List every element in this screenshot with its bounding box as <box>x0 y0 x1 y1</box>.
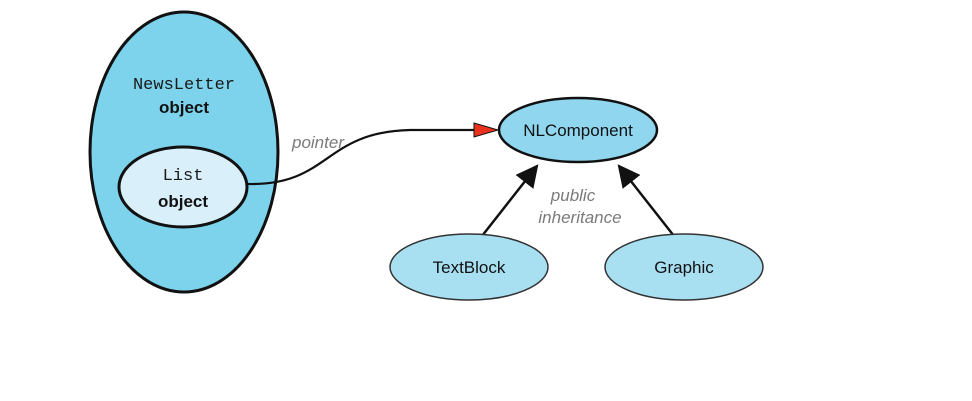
newsletter-object-label: object <box>159 98 209 117</box>
textblock-class-ellipse <box>389 233 549 301</box>
newsletter-class-name: NewsLetter <box>133 76 235 95</box>
pointer-connector <box>246 128 477 186</box>
textblock-label: TextBlock <box>433 258 506 277</box>
graphic-label: Graphic <box>654 258 714 277</box>
graphic-class-ellipse <box>604 233 764 301</box>
list-object-label: object <box>158 192 208 211</box>
inheritance-label-line2: inheritance <box>538 208 621 227</box>
pointer-label: pointer <box>291 133 345 152</box>
pointer-arrowhead <box>473 122 500 138</box>
graphic-inheritance-arrow <box>617 164 675 237</box>
nlcomponent-class-ellipse <box>497 96 659 164</box>
textblock-inheritance-arrow <box>481 164 539 237</box>
inheritance-label-line1: public <box>550 186 596 205</box>
list-class-name: List <box>163 167 204 186</box>
list-object-ellipse <box>117 145 249 229</box>
nlcomponent-label: NLComponent <box>523 121 633 140</box>
